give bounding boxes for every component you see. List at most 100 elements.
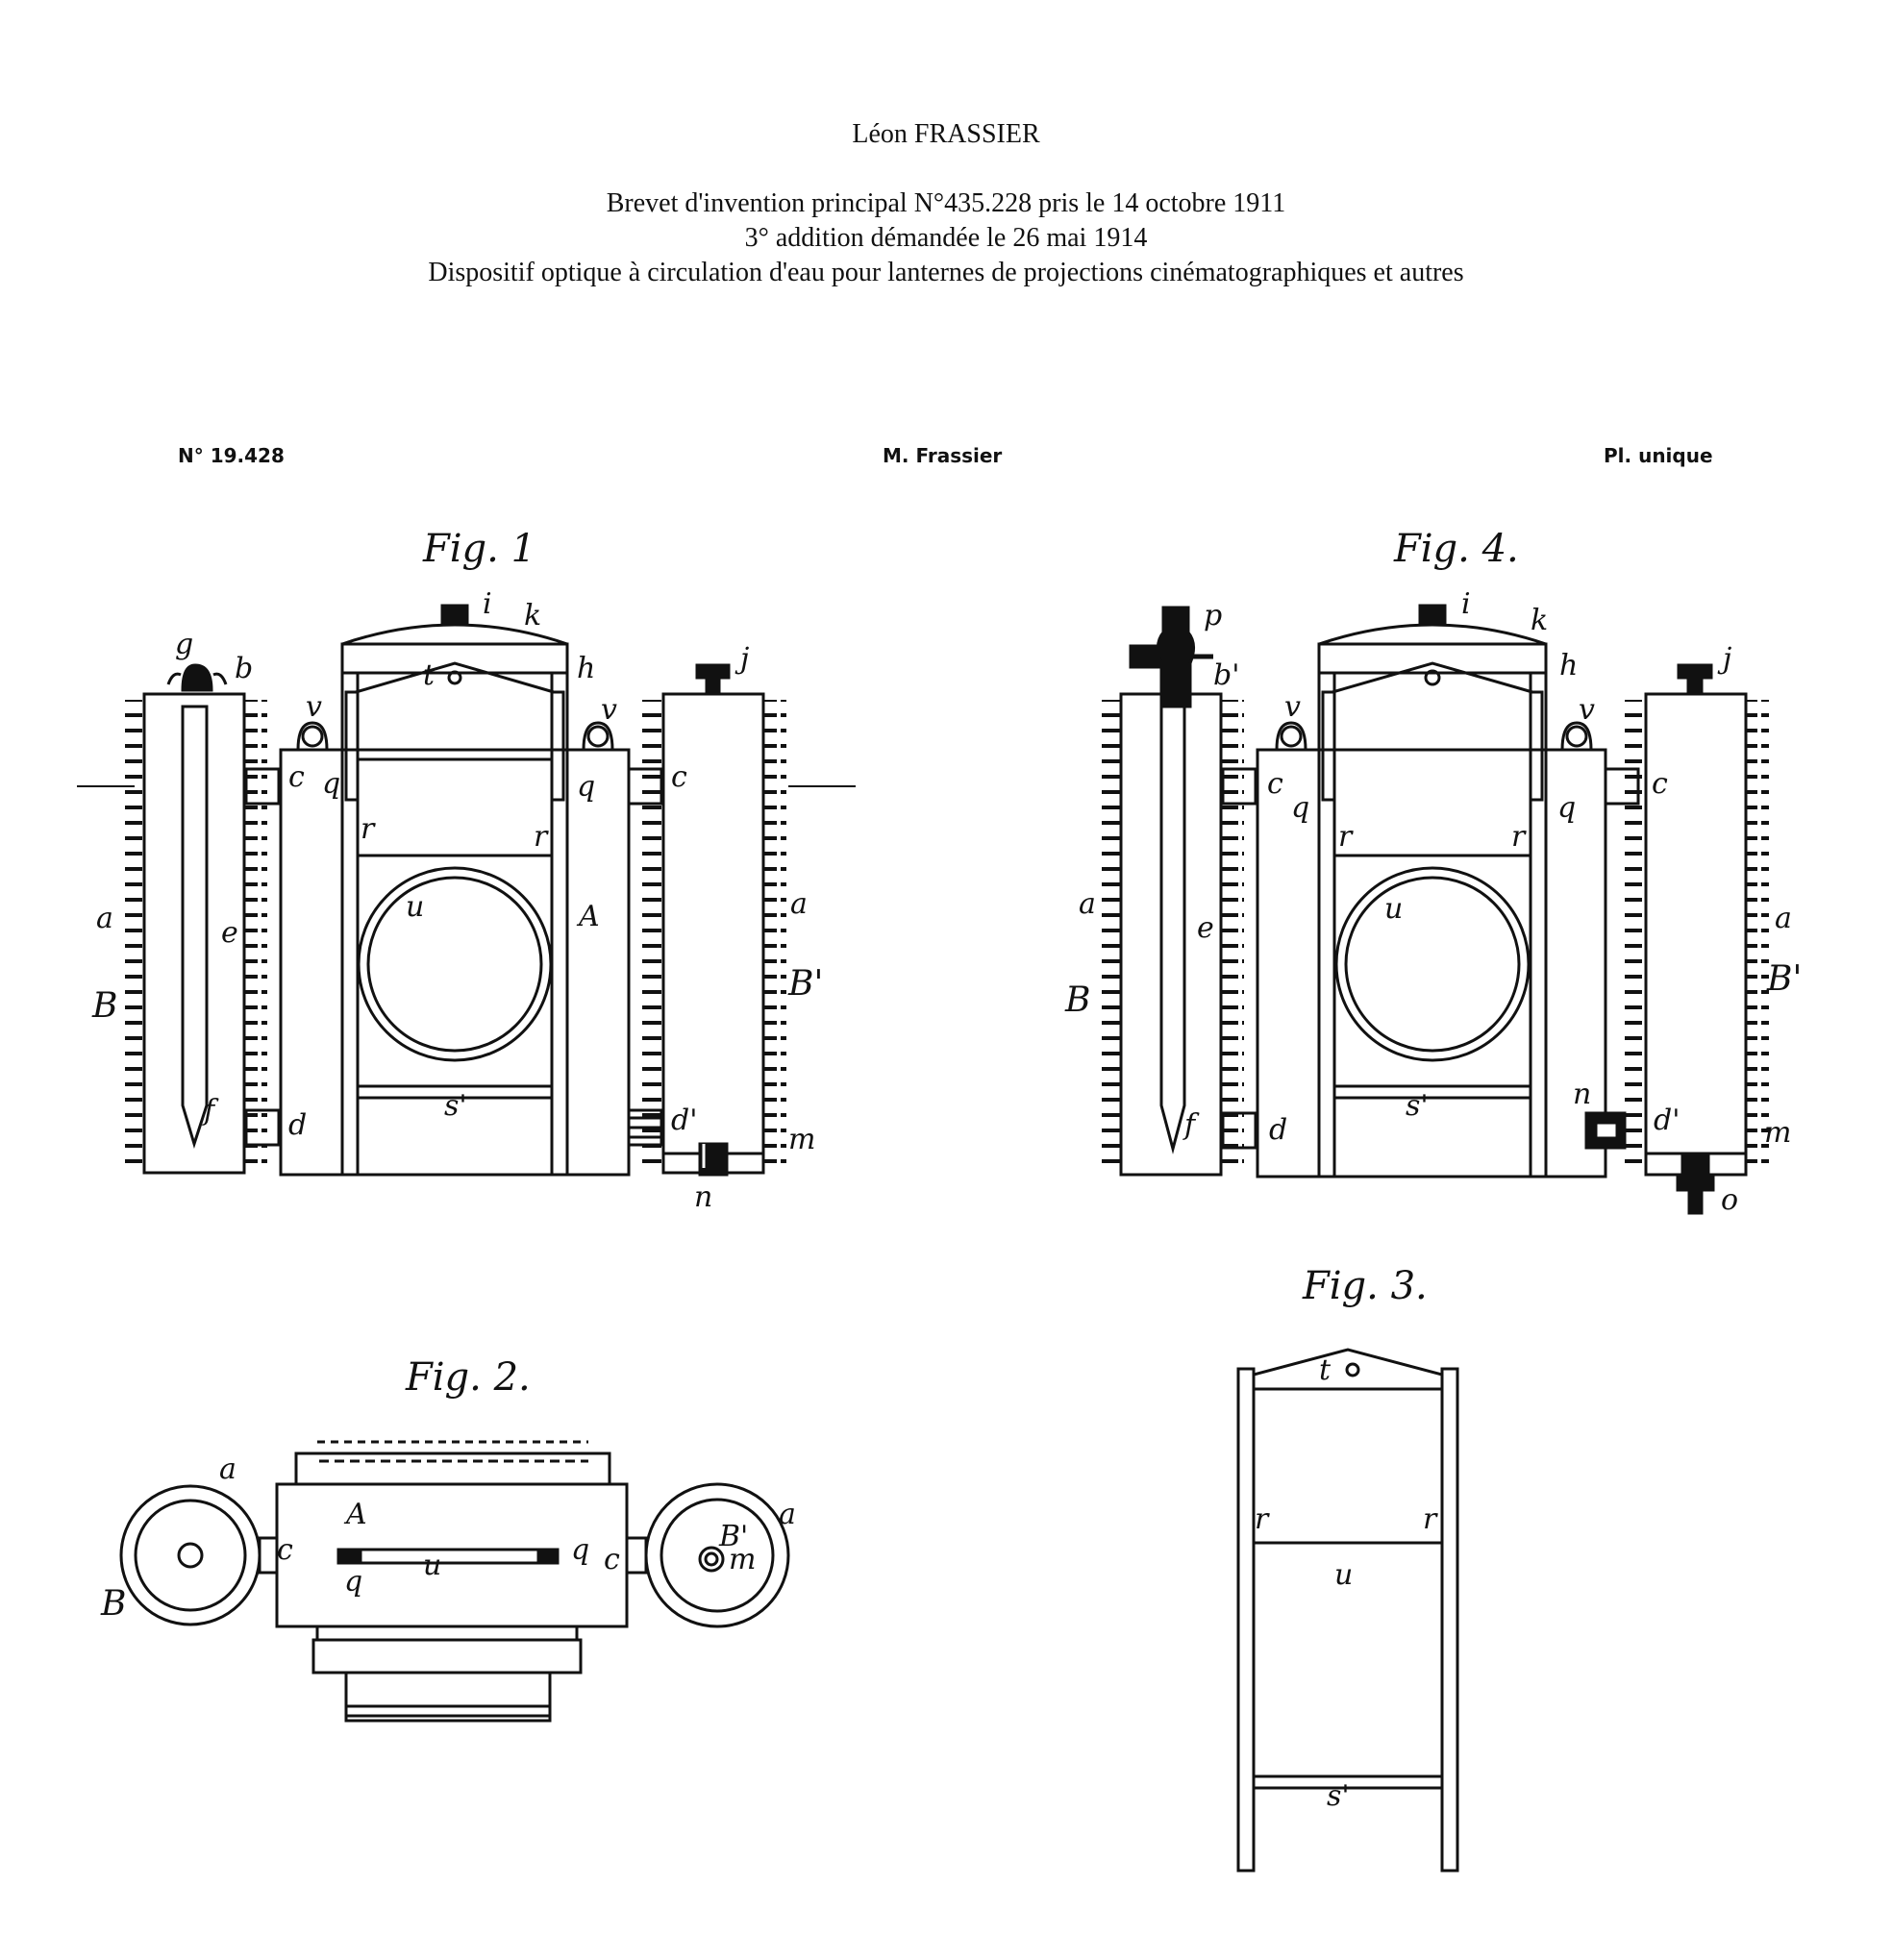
fig1-label-v-left: v — [306, 690, 322, 724]
fig2-cylinder-b1 — [644, 1482, 790, 1628]
fig1-label-q-right: q — [577, 770, 595, 804]
fig1-label-d: d — [288, 1108, 307, 1142]
fig4-label-n: n — [1573, 1078, 1591, 1111]
fig4-title: Fig. 4. — [1394, 527, 1519, 571]
fig1-plug-j — [695, 663, 731, 696]
fig2-label-A: A — [343, 1498, 367, 1531]
fig4-lug-v-right — [1565, 725, 1588, 748]
patent-title: Dispositif optique à circulation d'eau p… — [428, 258, 1464, 287]
fig1-label-B: B — [91, 986, 117, 1026]
fig4-body — [1256, 748, 1607, 1178]
fig1-label-t: t — [423, 658, 436, 692]
fig2-label-a-right: a — [779, 1498, 796, 1531]
fig4-tap-m — [1676, 1152, 1715, 1215]
fig4-label-B1: B' — [1766, 959, 1802, 999]
fig1-lid-k — [341, 623, 568, 646]
fig1-label-b: b — [235, 652, 253, 685]
fig4-label-b1: b' — [1213, 658, 1239, 692]
fig3-labels: t r r u s' — [1255, 1353, 1438, 1813]
fig2-label-q-top: q — [571, 1533, 589, 1567]
fig1-label-s: s' — [444, 1089, 467, 1123]
fig1-label-d1: d' — [671, 1104, 697, 1137]
fig1-frame — [340, 642, 569, 1177]
fig3-drawing — [1236, 1348, 1459, 1873]
plate-inventor: M. Frassier — [883, 444, 1003, 467]
fig1-label-B1: B' — [787, 964, 823, 1004]
fig4-label-v-left: v — [1284, 690, 1301, 724]
fig4-label-d: d — [1269, 1113, 1287, 1147]
fig1-label-c-left: c — [288, 760, 305, 794]
fig2-label-m: m — [729, 1543, 756, 1576]
fig3-label-t: t — [1319, 1353, 1332, 1387]
patent-line-2: 3° addition démandée le 26 mai 1914 — [744, 223, 1148, 253]
fig4-pipe-d-left — [1221, 1111, 1257, 1150]
fig2-objective — [315, 1625, 579, 1642]
fig2-label-c-left: c — [277, 1533, 293, 1567]
fig1-label-q-left: q — [322, 767, 340, 801]
fig3-post-left — [1236, 1367, 1256, 1873]
fig1-label-e: e — [221, 916, 238, 950]
fig4-label-r-left: r — [1338, 820, 1354, 854]
fig4-label-r-right: r — [1511, 820, 1527, 854]
fig2-label-B: B — [100, 1584, 126, 1624]
fig1-lug-v-left — [301, 725, 324, 748]
fig1-pipe-c-left — [244, 767, 281, 806]
fig1-label-c-right: c — [671, 760, 687, 794]
fig4-lid-k — [1318, 623, 1547, 646]
fig4-frame — [1317, 642, 1548, 1178]
fig4-labels: p b' i k h j v v c q q c r r u a e a B B… — [1064, 587, 1802, 1217]
fig4-label-j: j — [1717, 642, 1731, 676]
fig1-label-r-left: r — [361, 812, 376, 846]
fig1-label-m: m — [788, 1123, 815, 1156]
fig1-label-v-right: v — [601, 693, 617, 727]
fig4-lug-v-left — [1280, 725, 1303, 748]
fig4-label-h: h — [1559, 649, 1578, 682]
fig1-title: Fig. 1 — [423, 527, 536, 571]
fig1-lens-u — [357, 866, 553, 1062]
patent-line-1: Brevet d'invention principal N°435.228 p… — [606, 188, 1286, 218]
fig1-label-a-right: a — [790, 887, 808, 921]
fig2-label-B1: B' — [718, 1520, 748, 1553]
fig1-label-f: f — [202, 1094, 219, 1128]
fig2-cylinder-b — [119, 1484, 261, 1626]
fig4-label-a-right: a — [1775, 902, 1792, 935]
fig4-label-c-left: c — [1267, 767, 1283, 801]
fig2-label-a-left: a — [219, 1452, 236, 1486]
fig2-title: Fig. 2. — [406, 1355, 531, 1400]
fig3-top-t — [1252, 1348, 1444, 1389]
fig4-label-v-right: v — [1579, 693, 1595, 727]
fig3-label-r-left: r — [1255, 1502, 1270, 1536]
fig1-pipe-d-left — [244, 1108, 281, 1147]
fig2-label-q-bottom: q — [344, 1565, 362, 1599]
fig1-drawing — [77, 604, 856, 1177]
fig1-needle-e — [181, 705, 209, 1150]
fig3-post-right — [1440, 1367, 1459, 1873]
plate-number: N° 19.428 — [178, 444, 285, 467]
fig1-label-i: i — [483, 587, 492, 621]
fig4-label-a-left: a — [1079, 887, 1096, 921]
fig4-cylinder-b1 — [1644, 692, 1748, 1177]
fig1-label-r-right: r — [534, 820, 549, 854]
fig3-label-u: u — [1334, 1558, 1353, 1592]
fig4-label-q-left: q — [1291, 791, 1309, 825]
fig4-label-u: u — [1384, 892, 1403, 926]
fig4-label-q-right: q — [1557, 791, 1576, 825]
fig1-cap-g — [181, 663, 213, 692]
fig2-drawing — [119, 1440, 790, 1723]
fig1-label-n: n — [694, 1180, 712, 1214]
fig1-lug-v-right — [586, 725, 610, 748]
fig4-label-e: e — [1197, 911, 1214, 945]
fig4-valve-p — [1157, 606, 1195, 708]
fig3-label-s: s' — [1327, 1779, 1350, 1813]
fig4-label-f: f — [1182, 1108, 1200, 1142]
fig3-title: Fig. 3. — [1303, 1264, 1428, 1308]
fig2-slide-q — [336, 1548, 560, 1565]
fig4-needle-e — [1159, 705, 1186, 1154]
fig1-label-h: h — [577, 652, 595, 685]
fig1-tap-m — [698, 1142, 729, 1177]
fig2-label-c-right: c — [604, 1543, 620, 1576]
fig4-pipe-c-left — [1221, 767, 1257, 806]
plate-sheet: Pl. unique — [1604, 444, 1713, 467]
fig4-label-c-right: c — [1652, 767, 1668, 801]
